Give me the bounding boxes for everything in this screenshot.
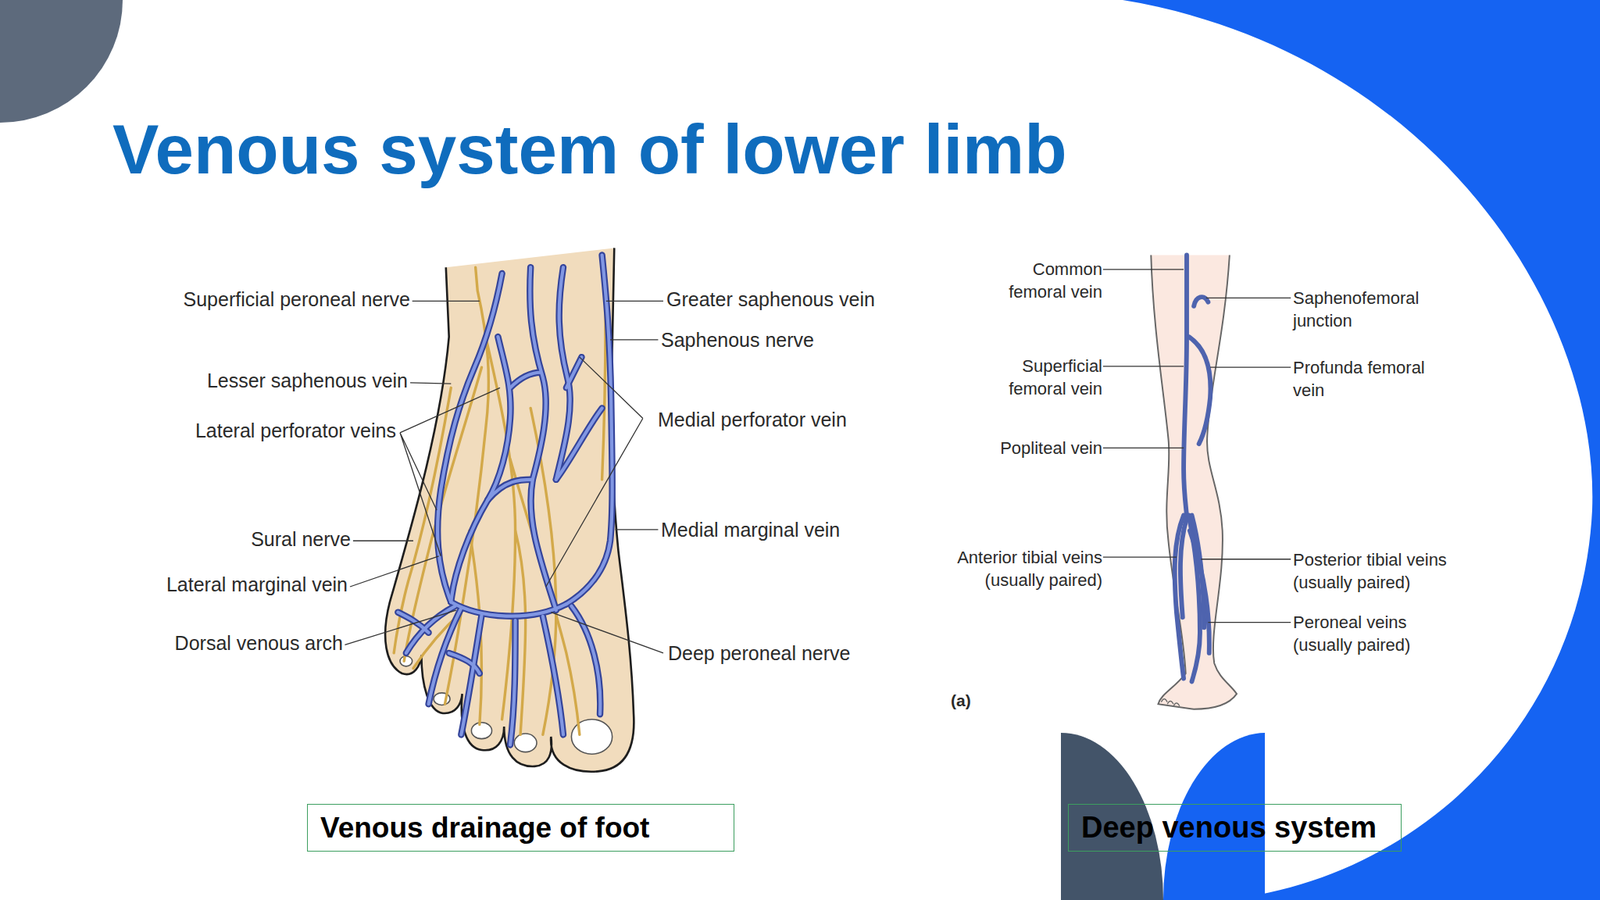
vein: [529, 267, 557, 611]
vein: [510, 372, 541, 389]
vein: [487, 336, 511, 500]
anatomy-label: Peroneal veins (usually paired): [1292, 610, 1422, 657]
nerve: [510, 459, 580, 736]
vein: [510, 620, 516, 745]
deep-vein: [1180, 517, 1187, 618]
vein-outline: [542, 616, 564, 736]
leader-line: [550, 612, 664, 654]
vein: [450, 500, 488, 603]
toenail: [400, 656, 413, 667]
vein-outline: [510, 372, 541, 389]
anatomy-label: Dorsal venous arch: [175, 632, 343, 655]
vein-outline: [510, 620, 516, 745]
caption-text: Venous drainage of foot: [320, 811, 650, 845]
anatomy-label: Lateral perforator veins: [195, 419, 397, 443]
vein: [397, 612, 429, 633]
vein: [571, 606, 600, 715]
leader-line: [606, 300, 664, 302]
vein: [566, 357, 583, 388]
leader-line: [1210, 367, 1291, 368]
toenail: [514, 733, 537, 753]
anatomy-label: Sural nerve: [250, 528, 351, 551]
vein: [450, 602, 567, 617]
toenail: [471, 722, 492, 740]
leader-line: [1103, 556, 1177, 558]
leader-line: [1200, 558, 1291, 560]
vein-outline: [450, 500, 488, 603]
leader-line: [353, 540, 414, 542]
leader-line: [344, 610, 456, 645]
slide-title: Venous system of lower limb: [112, 114, 1068, 185]
caption-box: Deep venous system: [1067, 803, 1402, 852]
caption-text: Deep venous system: [1081, 810, 1377, 845]
anatomy-label: Medial perforator vein: [657, 408, 847, 432]
leader-line: [412, 300, 480, 302]
anatomy-label: Common femoral vein: [989, 257, 1103, 304]
leader-line: [1103, 447, 1184, 449]
blue-corner-shape: [1122, 0, 1600, 900]
anatomy-label: Lateral marginal vein: [166, 573, 348, 597]
leader-line: [1206, 297, 1291, 299]
vein-outline: [437, 273, 503, 603]
anatomy-label: Superficial peroneal nerve: [183, 288, 411, 311]
vein: [437, 273, 503, 603]
vein-outline: [397, 612, 429, 633]
deep-vein: [1189, 530, 1210, 654]
vein-outline: [529, 267, 557, 611]
vein: [542, 616, 564, 736]
anatomy-label: Saphenofemoral junction: [1292, 286, 1434, 333]
leader-line: [1207, 621, 1291, 623]
vein: [487, 479, 533, 500]
leader-line: [1103, 365, 1184, 367]
leader-line: [350, 556, 440, 587]
foot-outline: [385, 247, 634, 772]
nerve: [403, 367, 482, 661]
anatomy-label: Greater saphenous vein: [666, 288, 875, 311]
vein-outline: [571, 606, 600, 715]
vein: [556, 267, 571, 480]
anatomy-label: Profunda femoral vein: [1292, 356, 1438, 402]
anatomy-label: Deep peroneal nerve: [667, 642, 851, 665]
caption-box: Venous drainage of foot: [307, 803, 735, 852]
anatomy-label: Anterior tibial veins (usually paired): [946, 546, 1103, 592]
anatomy-label: Lesser saphenous vein: [207, 369, 408, 393]
vein-outline: [556, 267, 571, 480]
leader-line: [1103, 268, 1184, 270]
vein: [449, 653, 480, 674]
anatomy-label: Posterior tibial veins (usually paired): [1292, 548, 1458, 594]
deep-vein: [1189, 336, 1211, 444]
anatomy-label: Popliteal vein: [1000, 436, 1103, 460]
vein-outline: [566, 357, 583, 388]
gray-corner-circle: [0, 0, 123, 123]
vein-outline: [487, 336, 511, 500]
anatomy-label: Medial marginal vein: [660, 518, 840, 542]
anatomy-label: Saphenous nerve: [660, 328, 815, 352]
vein-outline: [450, 602, 567, 617]
leader-line: [400, 387, 500, 557]
deep-vein: [1183, 255, 1187, 516]
deep-vein: [1193, 296, 1208, 307]
leader-line: [615, 528, 659, 530]
leader-line: [610, 339, 658, 340]
anatomy-label: Superficial femoral vein: [989, 354, 1103, 400]
leg-outline: [1150, 255, 1237, 710]
nerve: [485, 336, 516, 720]
vein: [460, 615, 482, 736]
anatomy-label: (a): [950, 689, 972, 712]
toe-lines: [1160, 699, 1180, 707]
leader-line: [410, 382, 451, 384]
vein: [556, 407, 603, 479]
leader-line: [546, 357, 643, 587]
